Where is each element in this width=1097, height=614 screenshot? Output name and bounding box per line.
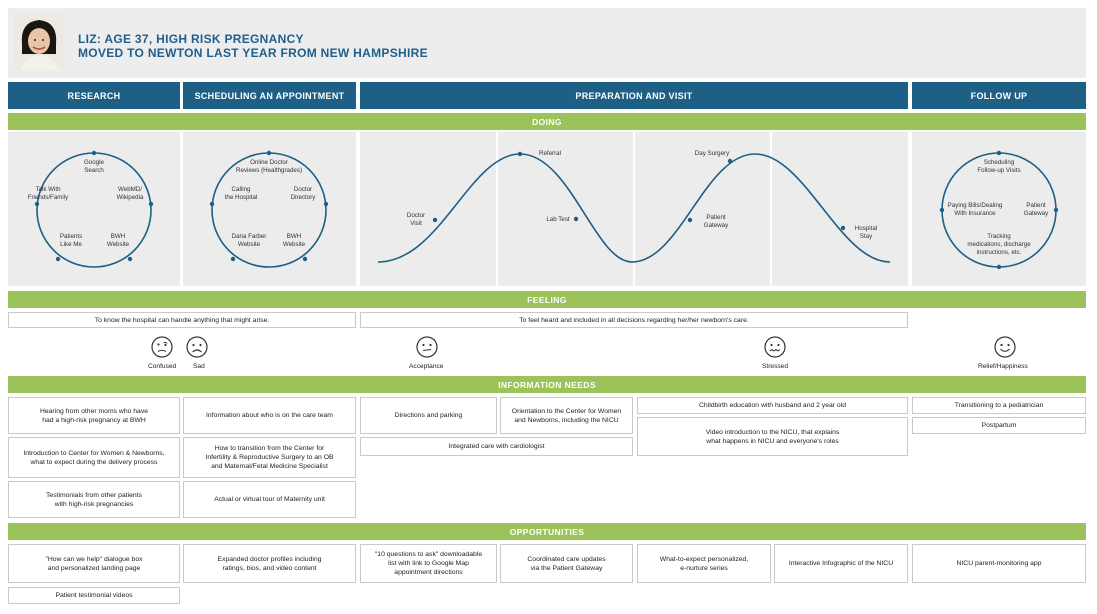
info-hearing: Hearing from other moms who have had a h… <box>8 397 180 434</box>
section-opportunities: OPPORTUNITIES <box>8 523 1086 540</box>
persona-line-2: MOVED TO NEWTON LAST YEAR FROM NEW HAMPS… <box>78 46 428 60</box>
scheduling-cycle-diagram <box>209 150 329 268</box>
persona-line-1: LIZ: AGE 37, HIGH RISK PREGNANCY <box>78 32 304 46</box>
prep-doctor-visit-label: Doctor Visit <box>406 212 426 227</box>
prep-hospital-stay-label: Hospital Stay <box>854 225 878 240</box>
opp-testimonial-videos: Patient testimonial videos <box>8 587 180 604</box>
feeling-sad-label: Sad <box>193 363 205 370</box>
section-feeling: FEELING <box>8 291 1086 308</box>
research-google-label: Google Search <box>84 159 104 174</box>
phase-preparation: PREPARATION AND VISIT <box>360 82 908 109</box>
confused-face-icon <box>151 336 173 358</box>
info-orientation: Orientation to the Center for Women and … <box>500 397 633 434</box>
preparation-wave-diagram <box>377 132 891 286</box>
feeling-relief-label: Relief/Happiness <box>978 363 1028 370</box>
doing-preparation-panel: Doctor Visit Referral Lab Test Day Surge… <box>360 132 908 286</box>
followup-cycle-diagram <box>939 150 1059 270</box>
feeling-goal-left: To know the hospital can handle anything… <box>8 312 356 328</box>
phase-research: RESEARCH <box>8 82 180 109</box>
scheduling-directory-label: Doctor Directory <box>290 186 316 201</box>
info-intro-center: Introduction to Center for Women & Newbo… <box>8 437 180 478</box>
opp-questions: "10 questions to ask" downloadable list … <box>360 544 497 583</box>
feeling-confused-label: Confused <box>148 363 177 370</box>
sad-face-icon <box>186 336 208 358</box>
phase-scheduling: SCHEDULING AN APPOINTMENT <box>183 82 356 109</box>
followup-scheduling-label: Scheduling Follow-up Visits <box>977 159 1021 174</box>
persona-title: LIZ: AGE 37, HIGH RISK PREGNANCY MOVED T… <box>78 32 428 60</box>
neutral-face-icon <box>416 336 438 358</box>
followup-bills-label: Paying Bills/Dealing With Insurance <box>947 202 1003 217</box>
section-info-needs: INFORMATION NEEDS <box>8 376 1086 393</box>
opp-coordinated: Coordinated care updates via the Patient… <box>500 544 633 583</box>
info-nicu-video: Video introduction to the NICU, that exp… <box>637 417 908 456</box>
prep-lab-test-label: Lab Test <box>546 216 570 223</box>
feeling-stressed-label: Stressed <box>762 363 789 370</box>
doing-followup-panel: Scheduling Follow-up Visits Paying Bills… <box>912 132 1086 286</box>
info-postpartum: Postpartum <box>912 417 1086 434</box>
scheduling-danafarber-label: Dana Farber Website <box>231 233 267 248</box>
opp-profiles: Expanded doctor profiles including ratin… <box>183 544 356 583</box>
happy-face-icon <box>994 336 1016 358</box>
scheduling-calling-label: Calling the Hospital <box>224 186 258 201</box>
persona-header <box>8 8 1086 78</box>
info-directions: Directions and parking <box>360 397 497 434</box>
opp-app: NICU parent-monitoring app <box>912 544 1086 583</box>
research-bwh-label: BWH Website <box>106 233 130 248</box>
info-care-team: Information about who is on the care tea… <box>183 397 356 434</box>
opp-nurture: What-to-expect personalized, e-nurture s… <box>637 544 771 583</box>
followup-tracking-label: Tracking medications, discharge instruct… <box>967 233 1031 256</box>
feeling-goal-right: To feel heard and included in all decisi… <box>360 312 908 328</box>
opp-infographic: Interactive Infographic of the NICU <box>774 544 908 583</box>
research-cycle-diagram <box>34 150 154 268</box>
info-childbirth: Childbirth education with husband and 2 … <box>637 397 908 414</box>
info-testimonials: Testimonials from other patients with hi… <box>8 481 180 518</box>
info-pediatrician: Transitioning to a pediatrician <box>912 397 1086 414</box>
prep-patient-gateway-label: Patient Gateway <box>703 214 729 229</box>
doing-scheduling-panel: Online Doctor Reviews (Healthgrades) Cal… <box>183 132 356 286</box>
info-cardiologist: Integrated care with cardiologist <box>360 437 633 456</box>
info-transition: How to transition from the Center for In… <box>183 437 356 478</box>
research-friends-label: Talk With Friends/Family <box>27 186 69 201</box>
stressed-face-icon <box>764 336 786 358</box>
scheduling-reviews-label: Online Doctor Reviews (Healthgrades) <box>235 159 303 174</box>
prep-day-surgery-label: Day Surgery <box>694 150 730 157</box>
research-patientslikeme-label: Patients Like Me <box>59 233 83 248</box>
prep-referral-label: Referral <box>538 150 562 157</box>
opp-dialogue: "How can we help" dialogue box and perso… <box>8 544 180 583</box>
scheduling-bwh-label: BWH Website <box>282 233 306 248</box>
doing-research-panel: Google Search Talk With Friends/Family W… <box>8 132 180 286</box>
persona-photo <box>14 14 64 70</box>
research-webmd-label: WebMD/ Wikipedia <box>116 186 144 201</box>
phase-followup: FOLLOW UP <box>912 82 1086 109</box>
followup-gateway-label: Patient Gateway <box>1023 202 1049 217</box>
section-doing: DOING <box>8 113 1086 130</box>
info-tour: Actual or virtual tour of Maternity unit <box>183 481 356 518</box>
feeling-acceptance-label: Acceptance <box>409 363 444 370</box>
